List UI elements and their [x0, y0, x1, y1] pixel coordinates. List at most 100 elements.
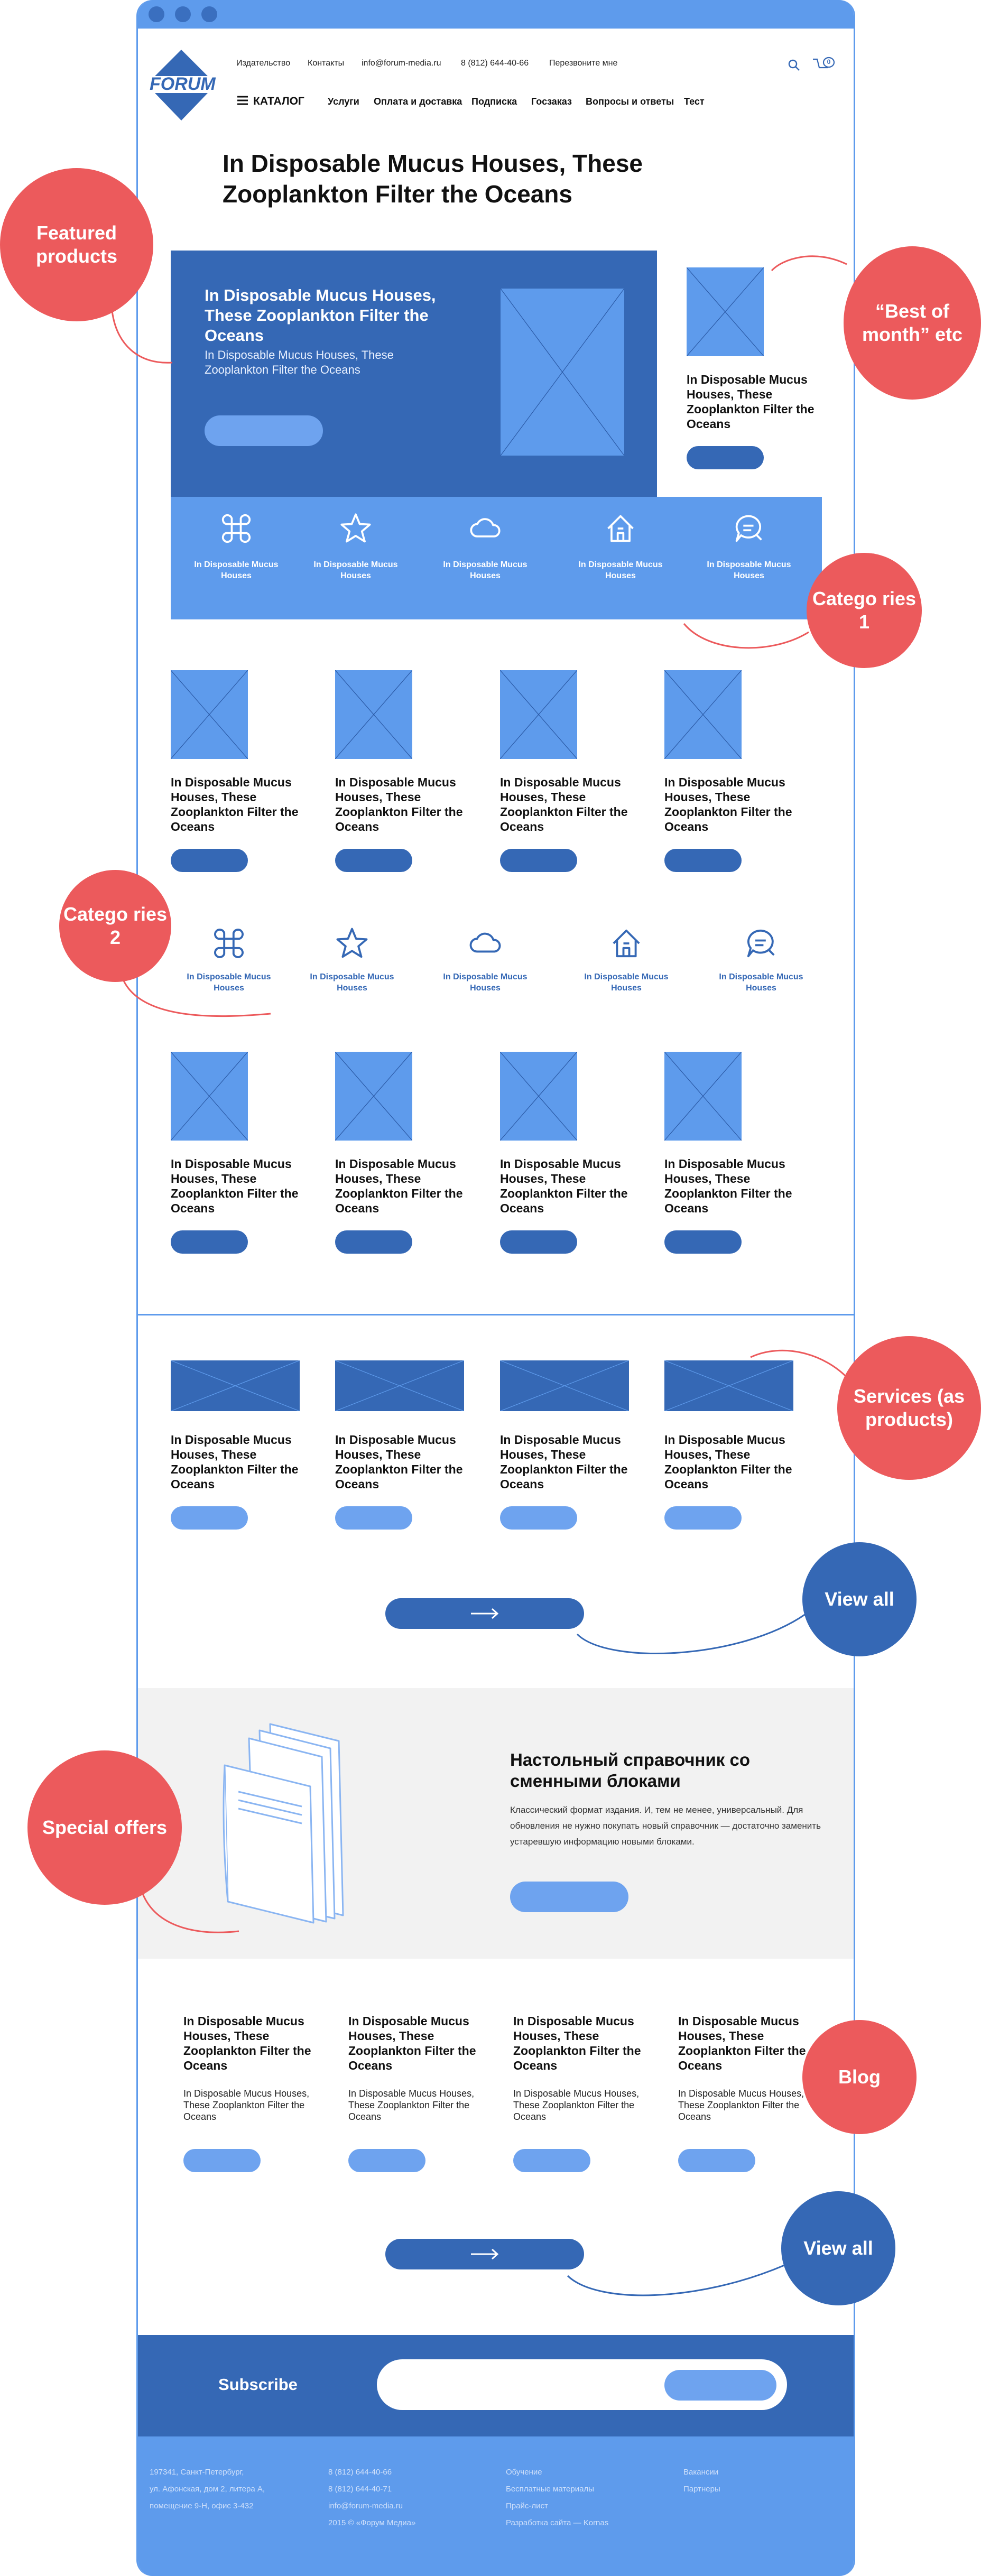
- footer-link[interactable]: Бесплатные материалы: [506, 2485, 594, 2494]
- product-button[interactable]: [335, 849, 412, 872]
- product-image[interactable]: [171, 1052, 248, 1141]
- service-title[interactable]: In Disposable Mucus Houses, These Zoopla…: [664, 1433, 792, 1491]
- blog-post-title[interactable]: In Disposable Mucus Houses, These Zoopla…: [183, 2014, 311, 2072]
- nav-test[interactable]: Тест: [684, 96, 705, 107]
- nav-payment[interactable]: Оплата и доставка: [374, 96, 462, 107]
- product-title[interactable]: In Disposable Mucus Houses, These Zoopla…: [171, 775, 299, 833]
- footer-link[interactable]: Обучение: [506, 2468, 542, 2477]
- footer-link[interactable]: Вакансии: [683, 2468, 719, 2477]
- blog-post-excerpt: In Disposable Mucus Houses, These Zoopla…: [513, 2088, 640, 2122]
- product-button[interactable]: [664, 1230, 742, 1254]
- product-title[interactable]: In Disposable Mucus Houses, These Zoopla…: [171, 1157, 299, 1215]
- top-link-contacts[interactable]: Контакты: [308, 59, 345, 68]
- blog-post-excerpt: In Disposable Mucus Houses, These Zoopla…: [678, 2088, 804, 2122]
- service-image[interactable]: [664, 1360, 793, 1411]
- window-maximize-dot[interactable]: [201, 6, 217, 22]
- service-button[interactable]: [500, 1506, 577, 1530]
- featured-button[interactable]: [205, 415, 323, 446]
- annotation-categories-1: Catego ries 1: [807, 553, 922, 668]
- subscribe-email-input[interactable]: [377, 2359, 787, 2410]
- blog-post-button[interactable]: [348, 2149, 425, 2172]
- blog-post-title[interactable]: In Disposable Mucus Houses, These Zoopla…: [348, 2014, 476, 2072]
- category-item[interactable]: In Disposable Mucus Houses: [306, 512, 406, 585]
- featured-title: In Disposable Mucus Houses, These Zoopla…: [205, 286, 436, 345]
- cart-icon[interactable]: 0: [812, 56, 835, 72]
- category-item[interactable]: In Disposable Mucus Houses: [302, 926, 402, 997]
- product-button[interactable]: [171, 849, 248, 872]
- top-link-phone[interactable]: 8 (812) 644-40-66: [461, 59, 529, 68]
- blog-post-title[interactable]: In Disposable Mucus Houses, These Zoopla…: [678, 2014, 806, 2072]
- window-close-dot[interactable]: [149, 6, 164, 22]
- product-image[interactable]: [335, 1052, 412, 1141]
- product-image[interactable]: [335, 670, 412, 759]
- product-title[interactable]: In Disposable Mucus Houses, These Zoopla…: [500, 775, 628, 833]
- product-title[interactable]: In Disposable Mucus Houses, These Zoopla…: [664, 775, 792, 833]
- blog-post-button[interactable]: [513, 2149, 590, 2172]
- service-image[interactable]: [500, 1360, 629, 1411]
- category-label: In Disposable Mucus Houses: [310, 972, 394, 993]
- view-all-blog-button[interactable]: [385, 2239, 584, 2269]
- best-product-button[interactable]: [687, 446, 764, 469]
- footer-copyright: 2015 © «Форум Медиа»: [328, 2518, 416, 2527]
- product-image[interactable]: [500, 1052, 577, 1141]
- product-title[interactable]: In Disposable Mucus Houses, These Zoopla…: [500, 1157, 628, 1215]
- product-title[interactable]: In Disposable Mucus Houses, These Zoopla…: [335, 1157, 463, 1215]
- product-button[interactable]: [500, 1230, 577, 1254]
- service-button[interactable]: [664, 1506, 742, 1530]
- nav-subscription[interactable]: Подписка: [471, 96, 517, 107]
- product-title[interactable]: In Disposable Mucus Houses, These Zoopla…: [335, 775, 463, 833]
- product-image[interactable]: [500, 670, 577, 759]
- top-link-email[interactable]: info@forum-media.ru: [362, 59, 441, 68]
- footer-link[interactable]: Прайс-лист: [506, 2501, 548, 2510]
- service-button[interactable]: [171, 1506, 248, 1530]
- product-title[interactable]: In Disposable Mucus Houses, These Zoopla…: [664, 1157, 792, 1215]
- nav-gov-order[interactable]: Госзаказ: [531, 96, 572, 107]
- window-minimize-dot[interactable]: [175, 6, 191, 22]
- category-item[interactable]: In Disposable Mucus Houses: [576, 926, 677, 997]
- logo[interactable]: FORUM: [150, 49, 216, 123]
- category-item[interactable]: In Disposable Mucus Houses: [435, 512, 535, 585]
- service-image[interactable]: [171, 1360, 300, 1411]
- service-button[interactable]: [335, 1506, 412, 1530]
- footer-link[interactable]: Партнеры: [683, 2485, 720, 2494]
- blog-post-title[interactable]: In Disposable Mucus Houses, These Zoopla…: [513, 2014, 641, 2072]
- category-item[interactable]: In Disposable Mucus Houses: [186, 512, 286, 585]
- blog-post-button[interactable]: [183, 2149, 261, 2172]
- blog-post-button[interactable]: [678, 2149, 755, 2172]
- service-title[interactable]: In Disposable Mucus Houses, These Zoopla…: [335, 1433, 463, 1491]
- footer-phone[interactable]: 8 (812) 644-40-66: [328, 2468, 392, 2477]
- menu-icon[interactable]: [236, 94, 249, 107]
- product-button[interactable]: [335, 1230, 412, 1254]
- view-all-services-button[interactable]: [385, 1598, 584, 1629]
- nav-services[interactable]: Услуги: [328, 96, 359, 107]
- product-button[interactable]: [664, 849, 742, 872]
- special-offer-button[interactable]: [510, 1882, 628, 1912]
- product-button[interactable]: [171, 1230, 248, 1254]
- category-label: In Disposable Mucus Houses: [194, 560, 279, 580]
- search-icon[interactable]: [787, 58, 801, 72]
- footer-developer-link[interactable]: Разработка сайта — Kornas: [506, 2518, 609, 2527]
- catalog-button[interactable]: КАТАЛОГ: [253, 95, 304, 107]
- product-button[interactable]: [500, 849, 577, 872]
- annotation-view-all-blog: View all: [781, 2191, 895, 2305]
- category-item[interactable]: In Disposable Mucus Houses: [570, 512, 671, 585]
- footer-email[interactable]: info@forum-media.ru: [328, 2501, 403, 2510]
- service-title[interactable]: In Disposable Mucus Houses, These Zoopla…: [500, 1433, 628, 1491]
- service-title[interactable]: In Disposable Mucus Houses, These Zoopla…: [171, 1433, 299, 1491]
- product-image[interactable]: [664, 670, 742, 759]
- product-image[interactable]: [171, 670, 248, 759]
- top-link-publisher[interactable]: Издательство: [236, 59, 291, 68]
- category-item[interactable]: In Disposable Mucus Houses: [435, 926, 535, 997]
- category-item[interactable]: In Disposable Mucus Houses: [699, 512, 799, 585]
- service-image[interactable]: [335, 1360, 464, 1411]
- top-link-callback[interactable]: Перезвоните мне: [549, 59, 618, 68]
- subscribe-button[interactable]: [664, 2370, 776, 2401]
- nav-faq[interactable]: Вопросы и ответы: [586, 96, 674, 107]
- featured-product[interactable]: In Disposable Mucus Houses, These Zoopla…: [171, 251, 657, 499]
- category-item[interactable]: In Disposable Mucus Houses: [179, 926, 279, 997]
- category-item[interactable]: In Disposable Mucus Houses: [711, 926, 811, 997]
- product-image[interactable]: [664, 1052, 742, 1141]
- footer-phone[interactable]: 8 (812) 644-40-71: [328, 2485, 392, 2494]
- best-product-image[interactable]: [687, 267, 764, 356]
- best-product-title[interactable]: In Disposable Mucus Houses, These Zoopla…: [687, 373, 815, 431]
